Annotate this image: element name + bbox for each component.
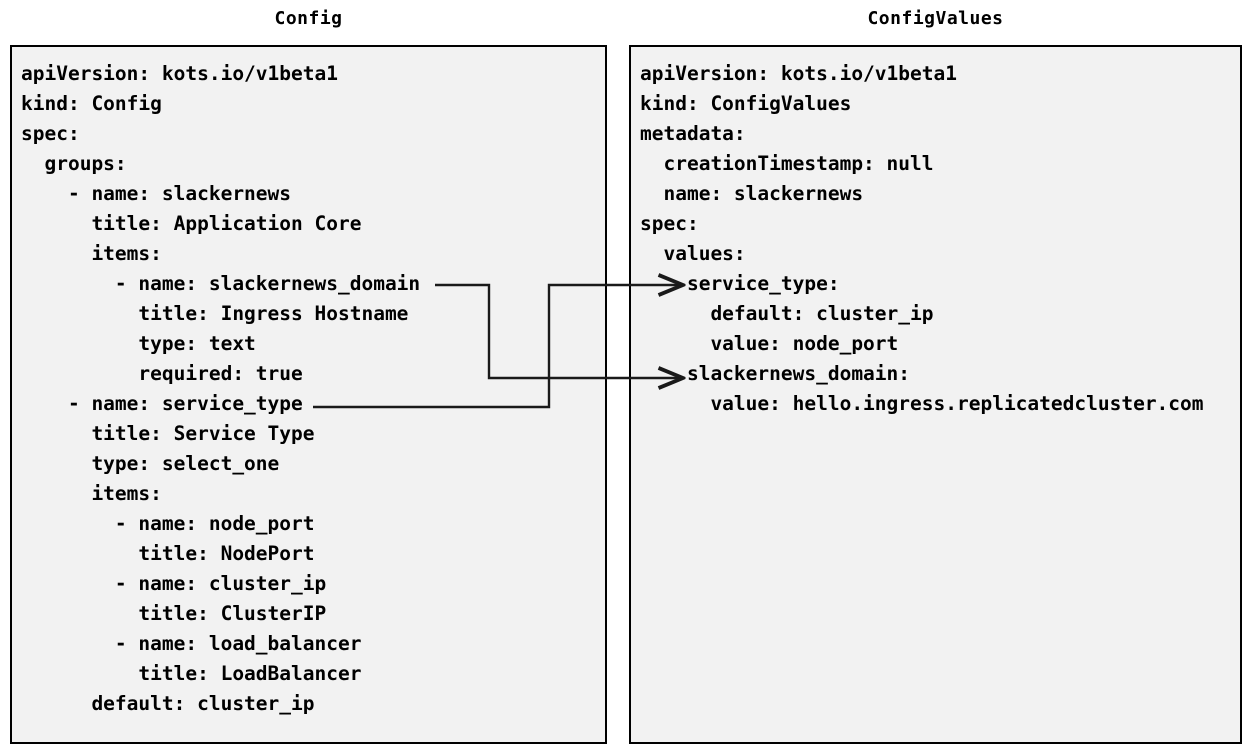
config-yaml-line: title: Ingress Hostname (21, 302, 409, 325)
configvalues-yaml-line: default: cluster_ip (640, 302, 934, 325)
page-title-config: Config (274, 8, 343, 29)
config-yaml-line: - name: node_port (21, 512, 315, 535)
config-yaml-line: items: (21, 482, 162, 505)
configvalues-yaml-line: service_type: (640, 272, 840, 295)
configvalues-yaml-line: name: slackernews (640, 182, 864, 205)
configvalues-yaml-line: value: node_port (640, 332, 899, 355)
config-yaml-line: - name: load_balancer (21, 632, 362, 655)
config-yaml-line: type: text (21, 332, 256, 355)
config-yaml-line: - name: service_type (21, 392, 303, 415)
config-yaml-line: - name: slackernews_domain (21, 272, 421, 295)
config-yaml-line: title: LoadBalancer (21, 662, 362, 685)
configvalues-yaml-line: value: hello.ingress.replicatedcluster.c… (640, 392, 1204, 415)
config-yaml-line: - name: cluster_ip (21, 572, 327, 595)
config-yaml-line: apiVersion: kots.io/v1beta1 (21, 62, 338, 85)
config-yaml-line: - name: slackernews (21, 182, 292, 205)
config-yaml-line: type: select_one (21, 452, 280, 475)
config-yaml-line: items: (21, 242, 162, 265)
config-yaml-line: title: ClusterIP (21, 602, 327, 625)
configvalues-yaml-line: metadata: (640, 122, 746, 145)
configvalues-yaml-body: apiVersion: kots.io/v1beta1 kind: ConfigV… (631, 47, 1240, 419)
configvalues-yaml-line: creationTimestamp: null (640, 152, 934, 175)
config-yaml-line: spec: (21, 122, 80, 145)
configvalues-yaml-line: spec: (640, 212, 699, 235)
configvalues-yaml-line: apiVersion: kots.io/v1beta1 (640, 62, 957, 85)
config-yaml-body: apiVersion: kots.io/v1beta1 kind: Config s… (12, 47, 605, 719)
config-yaml-panel: apiVersion: kots.io/v1beta1 kind: Config s… (10, 45, 607, 744)
configvalues-yaml-panel: apiVersion: kots.io/v1beta1 kind: ConfigV… (629, 45, 1242, 744)
config-yaml-line: required: true (21, 362, 303, 385)
page-title-configvalues: ConfigValues (867, 8, 1004, 29)
configvalues-yaml-line: kind: ConfigValues (640, 92, 852, 115)
config-yaml-line: title: Service Type (21, 422, 315, 445)
configvalues-yaml-line: values: (640, 242, 746, 265)
configvalues-yaml-line: slackernews_domain: (640, 362, 911, 385)
config-yaml-line: title: Application Core (21, 212, 362, 235)
config-yaml-line: title: NodePort (21, 542, 315, 565)
config-yaml-line: groups: (21, 152, 127, 175)
config-yaml-line: default: cluster_ip (21, 692, 315, 715)
config-yaml-line: kind: Config (21, 92, 162, 115)
